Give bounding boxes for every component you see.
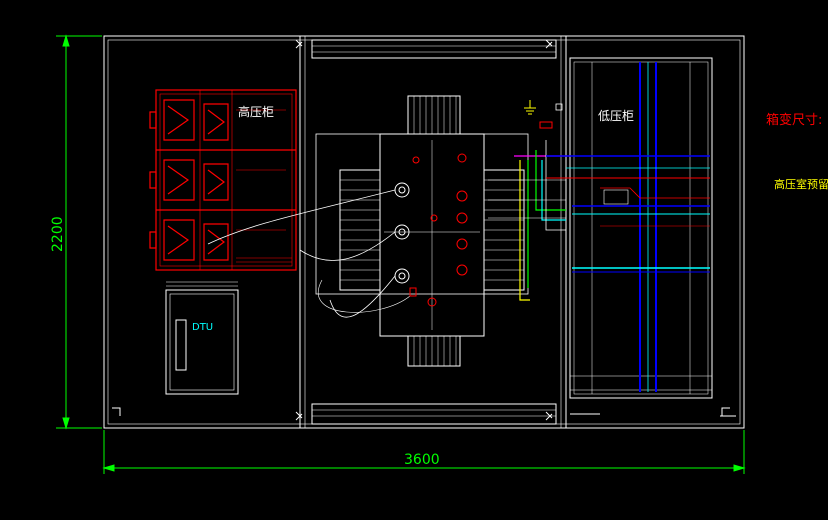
hv-cabinet-label: 高压柜 bbox=[238, 104, 274, 119]
transformer bbox=[207, 95, 529, 367]
lv-bushings bbox=[409, 121, 553, 307]
width-dimension-label: 3600 bbox=[404, 452, 440, 468]
enclosure-outline bbox=[103, 35, 745, 429]
dimension-width bbox=[102, 430, 746, 474]
height-dimension-label: 2200 bbox=[50, 216, 66, 252]
ground-icon bbox=[524, 100, 536, 115]
lv-bus-system bbox=[546, 62, 710, 392]
lv-cabinet-label: 低压柜 bbox=[598, 109, 634, 123]
hv-cabinet bbox=[149, 89, 297, 271]
lv-cabinet bbox=[569, 57, 713, 399]
dtu-box bbox=[165, 281, 239, 395]
small-terminal-box bbox=[555, 103, 563, 111]
note-box-size: 箱变尺寸: bbox=[766, 112, 822, 128]
note-hv-room: 高压室预留口 bbox=[774, 177, 828, 191]
dimension-height bbox=[56, 34, 102, 430]
dtu-label: DTU bbox=[192, 322, 213, 333]
